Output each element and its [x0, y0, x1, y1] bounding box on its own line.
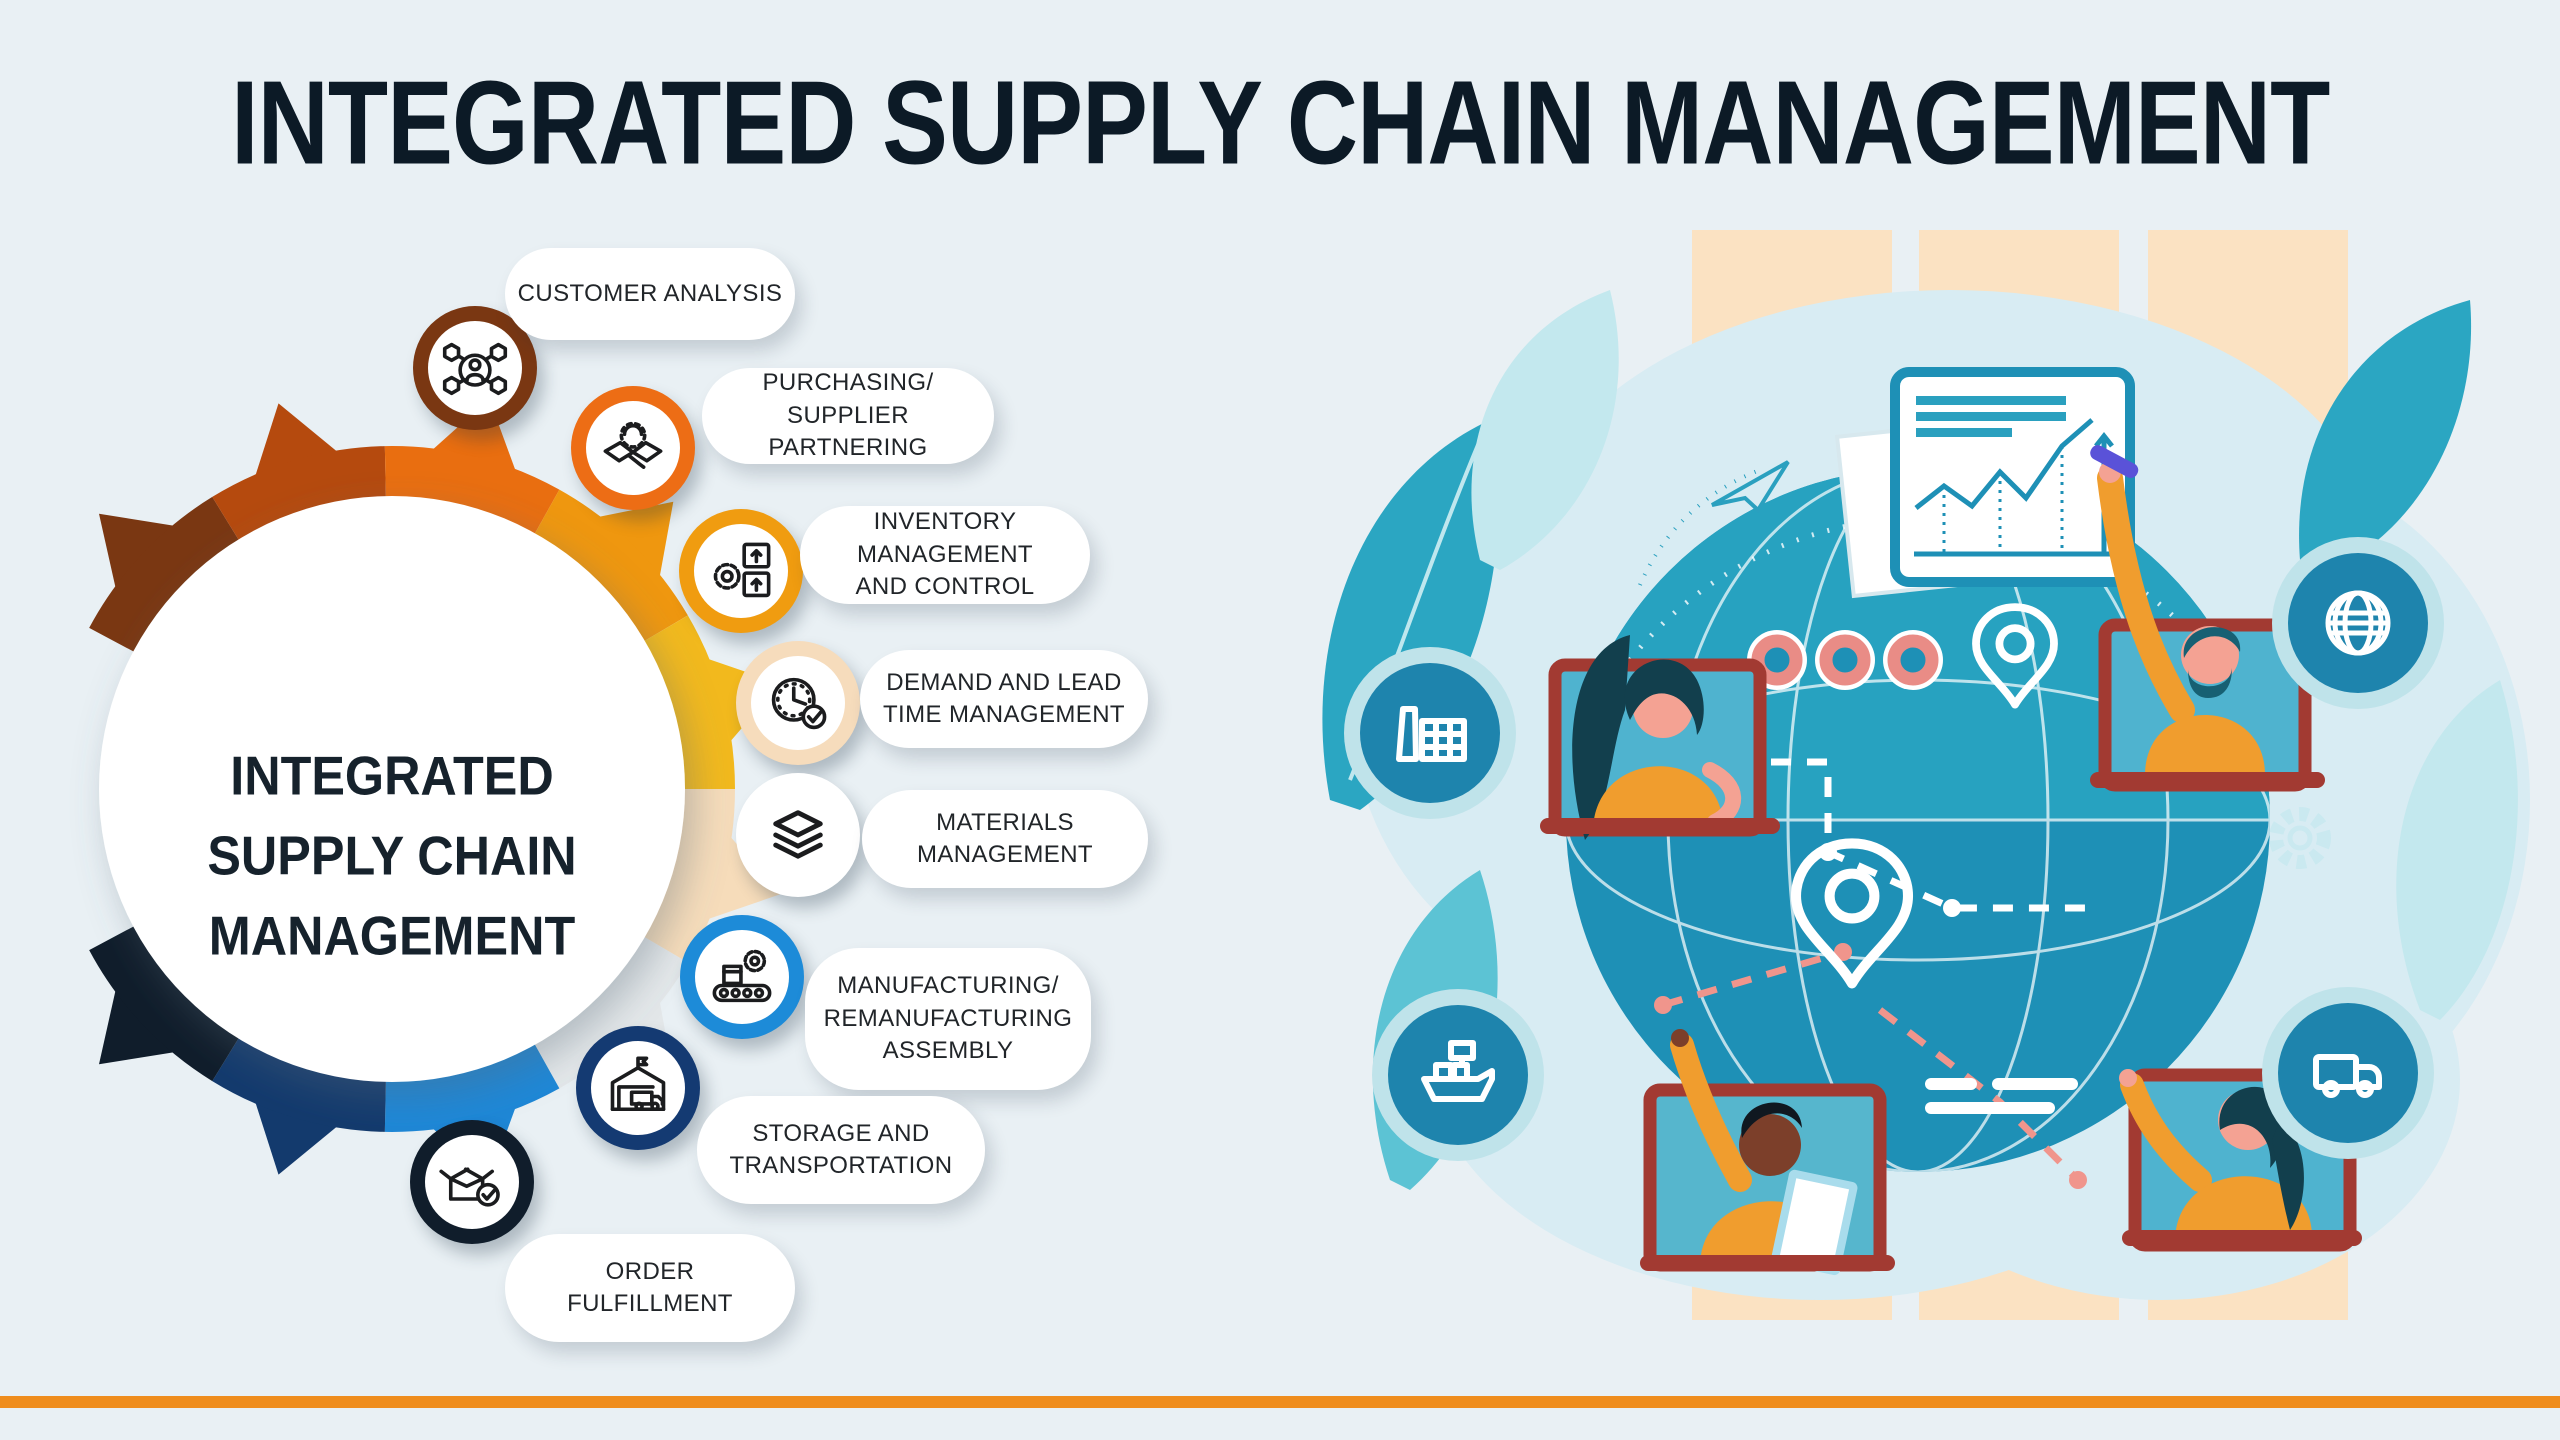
- bottom-accent-rule: [0, 1396, 2560, 1408]
- handshake-gear-icon: [603, 421, 663, 469]
- ship-badge: [1372, 989, 1544, 1161]
- factory-icon: [1396, 706, 1467, 762]
- paper-plane-icon: [1638, 460, 1790, 586]
- white-dash-marks: [1925, 1078, 2078, 1114]
- gear-boxes-icon: [713, 542, 771, 598]
- pill-label: STORAGE AND TRANSPORTATION: [729, 1119, 953, 1179]
- step-icon-manufacturing-remanufacturing-assembly: [680, 915, 804, 1039]
- pill-manufacturing-remanufacturing-assembly: MANUFACTURING/ REMANUFACTURING ASSEMBLY: [805, 948, 1091, 1090]
- global-logistics-illustration: [1322, 230, 2530, 1320]
- open-box-check-icon: [439, 1167, 500, 1207]
- pill-demand-and-lead-time-management: DEMAND AND LEAD TIME MANAGEMENT: [860, 650, 1148, 748]
- pill-inventory-management-and-control: INVENTORY MANAGEMENT AND CONTROL: [800, 506, 1090, 604]
- clock-check-icon: [771, 677, 827, 730]
- pill-purchasing-supplier-partnering: PURCHASING/ SUPPLIER PARTNERING: [702, 368, 994, 464]
- pill-storage-and-transportation: STORAGE AND TRANSPORTATION: [697, 1096, 985, 1204]
- pill-customer-analysis: CUSTOMER ANALYSIS: [505, 248, 795, 340]
- step-icon-inventory-management-and-control: [679, 509, 803, 633]
- step-icon-demand-and-lead-time-management: [736, 641, 860, 765]
- leaf: [2396, 680, 2518, 1020]
- location-pin-large: [1790, 838, 1914, 989]
- step-icon-order-fulfillment: [410, 1120, 534, 1244]
- conveyor-icon: [712, 949, 772, 1003]
- pill-label: MATERIALS MANAGEMENT: [916, 808, 1093, 868]
- step-icon-customer-analysis: [413, 306, 537, 430]
- step-icon-materials-management: [736, 773, 860, 897]
- layers-icon: [773, 810, 823, 859]
- step-icon-purchasing-supplier-partnering: [571, 386, 695, 510]
- globe-icon: [2325, 590, 2391, 656]
- customer-network-icon: [442, 342, 508, 396]
- team-member-man-right: [2090, 445, 2325, 792]
- gear-decoration: [2269, 807, 2331, 869]
- pill-materials-management: MATERIALS MANAGEMENT: [862, 790, 1148, 888]
- step-icon-storage-and-transportation: [576, 1026, 700, 1150]
- team-member-woman-left: [1540, 635, 1780, 840]
- pill-order-fulfillment: ORDER FULFILLMENT: [505, 1234, 795, 1342]
- cycle-center-label: INTEGRATED SUPPLY CHAIN MANAGEMENT: [207, 745, 577, 967]
- truck-badge: [2262, 987, 2434, 1159]
- pill-label: ORDER FULFILLMENT: [567, 1257, 733, 1317]
- pill-label: CUSTOMER ANALYSIS: [517, 279, 783, 307]
- route-nodes: [1747, 630, 1943, 690]
- factory-badge: [1344, 647, 1516, 819]
- location-pin-small: [1972, 603, 2058, 709]
- page-title: INTEGRATED SUPPLY CHAIN MANAGEMENT: [230, 56, 2330, 189]
- cargo-ship-icon: [1421, 1040, 1495, 1102]
- leaf: [1471, 290, 1619, 570]
- team-member-man-bottom-left: [1640, 1029, 1895, 1276]
- leaf: [2299, 300, 2472, 570]
- globe-badge: [2272, 537, 2444, 709]
- pill-label: PURCHASING/ SUPPLIER PARTNERING: [762, 369, 934, 462]
- pill-label: INVENTORY MANAGEMENT AND CONTROL: [855, 508, 1035, 601]
- truck-icon: [2313, 1054, 2382, 1098]
- pill-label: DEMAND AND LEAD TIME MANAGEMENT: [882, 668, 1125, 728]
- warehouse-truck-icon: [610, 1056, 666, 1112]
- pill-label: MANUFACTURING/ REMANUFACTURING ASSEMBLY: [823, 972, 1073, 1065]
